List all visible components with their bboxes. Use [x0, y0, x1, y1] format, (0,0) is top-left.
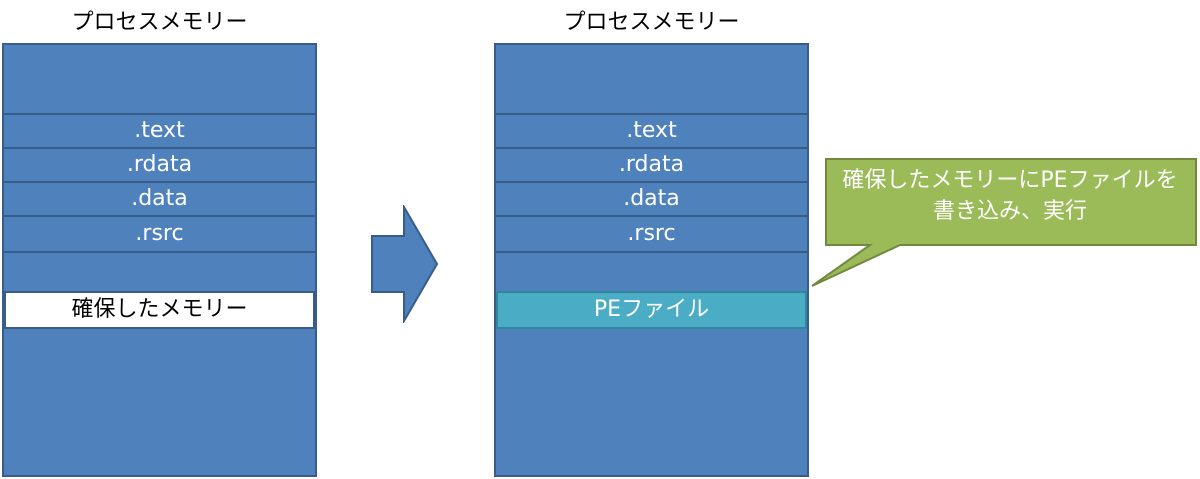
- left-section-rdata-label: .rdata: [126, 152, 193, 177]
- left-allocated-memory: 確保したメモリー: [4, 291, 315, 329]
- right-process-memory: .text .rdata .data .rsrc PEファイル: [494, 43, 809, 477]
- callout-text: 確保したメモリーにPEファイルを 書き込み、実行: [826, 165, 1194, 227]
- left-allocated-memory-label: 確保したメモリー: [71, 297, 248, 322]
- right-section-rdata-label: .rdata: [618, 152, 685, 177]
- right-section-data-label: .data: [623, 186, 680, 211]
- callout-bubble: [811, 158, 1197, 287]
- left-blank-segment: [4, 251, 315, 291]
- right-pe-file: PEファイル: [496, 291, 807, 329]
- left-section-rsrc: .rsrc: [4, 215, 315, 251]
- right-pe-file-label: PEファイル: [593, 297, 710, 322]
- left-section-rdata: .rdata: [4, 147, 315, 181]
- right-section-rsrc: .rsrc: [496, 215, 807, 251]
- right-blank-segment: [496, 251, 807, 291]
- callout-line-2: 書き込み、実行: [932, 199, 1087, 224]
- right-section-data: .data: [496, 181, 807, 215]
- left-section-data: .data: [4, 181, 315, 215]
- right-section-text: .text: [496, 113, 807, 147]
- left-section-data-label: .data: [131, 186, 188, 211]
- left-process-memory: .text .rdata .data .rsrc 確保したメモリー: [2, 43, 317, 477]
- left-title: プロセスメモリー: [71, 10, 248, 35]
- callout-line-1: 確保したメモリーにPEファイルを: [842, 168, 1178, 193]
- left-section-rsrc-label: .rsrc: [135, 221, 184, 246]
- right-section-rsrc-label: .rsrc: [627, 221, 676, 246]
- right-arrow-icon: [371, 205, 439, 323]
- left-section-text-label: .text: [134, 118, 185, 143]
- right-section-rdata: .rdata: [496, 147, 807, 181]
- right-section-text-label: .text: [626, 118, 677, 143]
- left-section-text: .text: [4, 113, 315, 147]
- right-title: プロセスメモリー: [563, 10, 740, 35]
